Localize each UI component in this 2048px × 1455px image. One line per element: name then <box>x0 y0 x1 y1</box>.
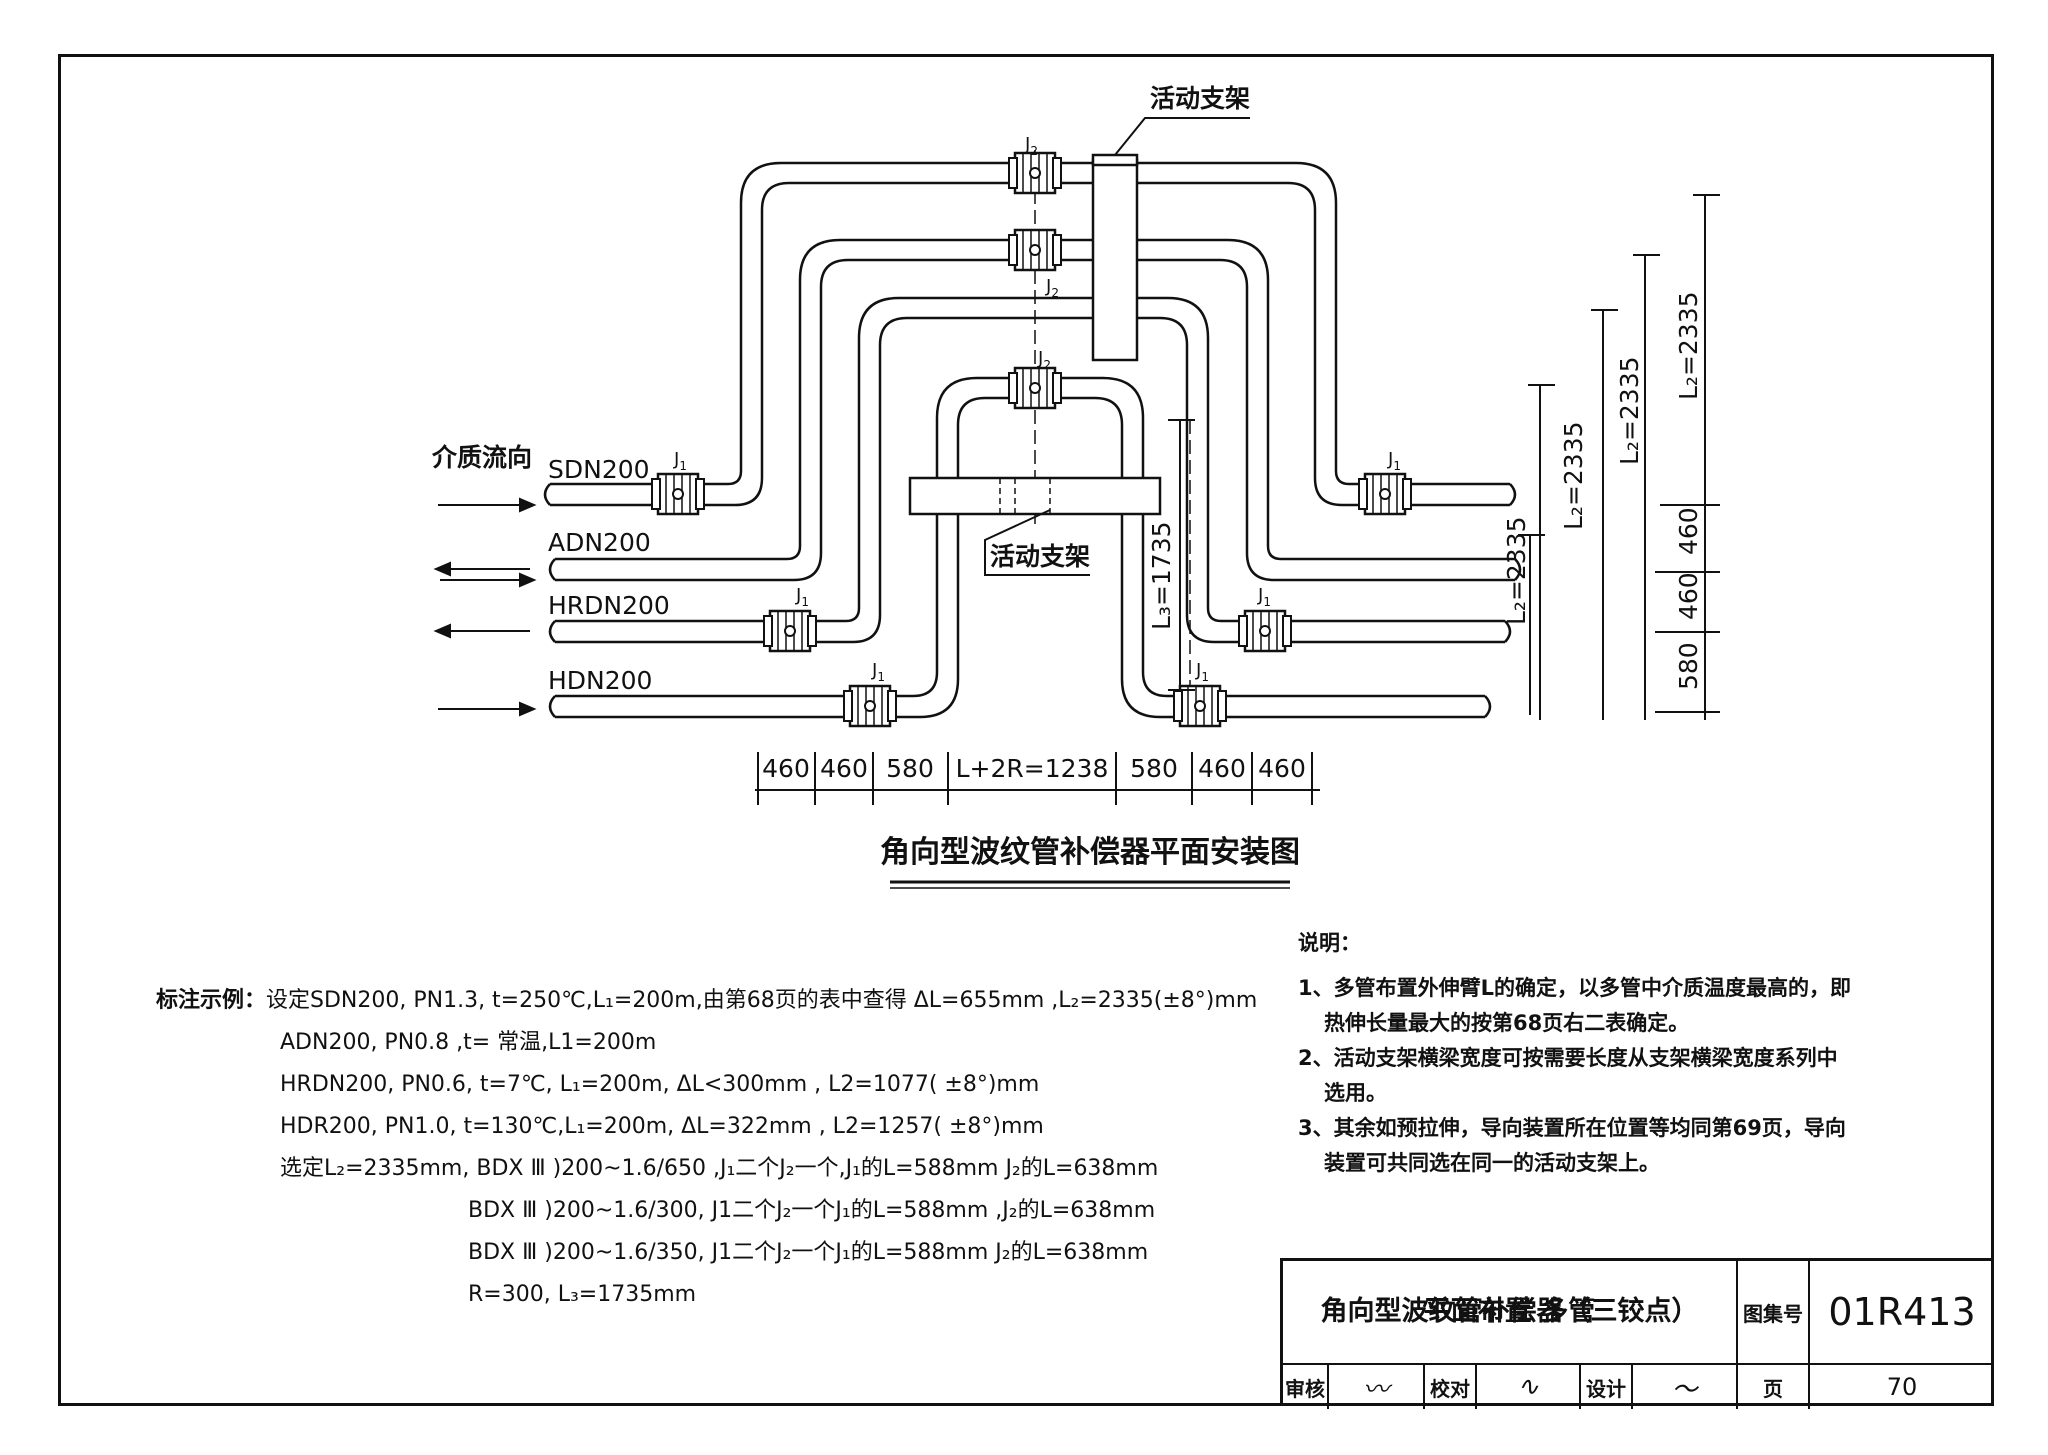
dim-b6: 460 <box>1198 754 1246 783</box>
label-j1-a: J1 <box>673 449 687 473</box>
notes-heading: 说明： <box>1298 931 1361 955</box>
check-label: 校对 <box>1425 1365 1477 1409</box>
support-mid <box>908 476 1162 516</box>
note-item-3: 3、其余如预拉伸，导向装置所在位置等均同第69页，导向装置可共同选在同一的活动支… <box>1298 1116 1846 1175</box>
example-line-7: BDX Ⅲ )200~1.6/350, J1二个J₂一个J₁的L=588mm J… <box>468 1240 1149 1265</box>
drawing-name: 角向型波纹管补偿器（三铰点） 平面布置 多管 <box>1283 1261 1738 1365</box>
label-adn200: ADN200 <box>548 528 651 557</box>
joint-j2-sdn <box>1007 151 1063 195</box>
label-j1-c: J1 <box>795 585 809 609</box>
page-number: 70 <box>1886 1373 1918 1401</box>
dim-r-460-b: 460 <box>1674 572 1703 620</box>
joint-j2-hdn <box>1007 366 1063 410</box>
dim-r-l2-b: L₂=2335 <box>1559 421 1588 530</box>
support-top <box>1091 153 1139 362</box>
dim-r-580: 580 <box>1674 642 1703 690</box>
label-sdn200: SDN200 <box>548 455 650 484</box>
atlas-label: 图集号 <box>1738 1261 1810 1365</box>
example-line-2: ADN200, PN0.8 ,t= 常温,L1=200m <box>280 1030 657 1055</box>
drawing-name-line2: 平面布置 多管 <box>1423 1296 1596 1327</box>
dim-b3: 580 <box>886 754 934 783</box>
drawing-frame <box>58 54 1994 1406</box>
joint-j1-hrdn-left <box>762 609 818 653</box>
dim-b2: 460 <box>820 754 868 783</box>
atlas-number: 01R413 <box>1810 1261 1994 1365</box>
joint-j1-hdn-right <box>1172 684 1228 728</box>
title-block: 角向型波纹管补偿器（三铰点） 平面布置 多管 图集号 01R413 审核 〰 校… <box>1280 1258 1994 1409</box>
example-label: 标注示例： <box>156 988 267 1013</box>
design-signature: 〜 <box>1633 1365 1738 1409</box>
support-label-top: 活动支架 <box>1150 84 1250 113</box>
label-j1-e: J1 <box>871 660 885 684</box>
joint-labels: J2 J2 J2 J1 J1 J1 J1 J1 J1 <box>673 134 1401 684</box>
example-line-4: HDR200, PN1.0, t=130℃,L₁=200m, ΔL=322mm … <box>280 1114 1044 1139</box>
label-j1-b: J1 <box>1387 449 1401 473</box>
drawing-name-line1: 角向型波纹管补偿器（三铰点） <box>1320 1296 1699 1327</box>
dim-r-l2-c: L₂=2335 <box>1615 356 1644 465</box>
label-j1-d: J1 <box>1257 585 1271 609</box>
dim-b4: L+2R=1238 <box>956 754 1109 783</box>
note-item-2: 2、活动支架横梁宽度可按需要长度从支架横梁宽度系列中选用。 <box>1298 1046 1838 1105</box>
dim-r-l2-a: L₂=2335 <box>1502 516 1531 625</box>
example-line-5: 选定L₂=2335mm, BDX Ⅲ )200~1.6/650 ,J₁二个J₂一… <box>280 1156 1159 1181</box>
label-hrdn200: HRDN200 <box>548 591 670 620</box>
example-line-8: R=300, L₃=1735mm <box>468 1282 697 1307</box>
example-row-1: 标注示例：设定SDN200, PN1.3, t=250℃,L₁=200m,由第6… <box>156 980 1286 1022</box>
notes: 说明： 1、多管布置外伸臂L的确定，以多管中介质温度最高的，即热伸长量最大的按第… <box>1298 926 1858 1181</box>
flow-arrows <box>433 497 537 717</box>
review-label: 审核 <box>1283 1365 1329 1409</box>
joint-j1-hrdn-right <box>1237 609 1293 653</box>
dim-b5: 580 <box>1130 754 1178 783</box>
example-line-3: HRDN200, PN0.6, t=7℃, L₁=200m, ΔL<300mm … <box>280 1072 1040 1097</box>
flow-label: 介质流向 <box>431 443 532 472</box>
right-dimension-lines <box>1518 194 1720 720</box>
check-signature: ∿ <box>1477 1365 1581 1409</box>
example-line-6: BDX Ⅲ )200~1.6/300, J1二个J₂一个J₁的L=588mm ,… <box>468 1198 1156 1223</box>
note-item-1: 1、多管布置外伸臂L的确定，以多管中介质温度最高的，即热伸长量最大的按第68页右… <box>1298 976 1851 1035</box>
label-hdn200: HDN200 <box>548 666 652 695</box>
joint-j1-hdn-left <box>842 684 898 728</box>
label-j2-a: J2 <box>1024 134 1038 158</box>
page-label: 页 <box>1738 1365 1810 1409</box>
label-j2-b: J2 <box>1045 276 1059 300</box>
dim-b1: 460 <box>762 754 810 783</box>
joint-j2-adn <box>1007 228 1063 272</box>
review-signature: 〰 <box>1329 1365 1425 1409</box>
joint-j1-sdn-left <box>650 472 706 516</box>
example-line-1: 设定SDN200, PN1.3, t=250℃,L₁=200m,由第68页的表中… <box>266 988 1258 1013</box>
bottom-dim-values: 460 460 580 L+2R=1238 580 460 460 <box>762 754 1306 783</box>
right-dim-values: L₂=2335 L₂=2335 L₂=2335 L₂=2335 460 460 … <box>1502 291 1703 690</box>
dim-l3: L₃=1735 <box>1147 521 1176 630</box>
dim-b7: 460 <box>1258 754 1306 783</box>
design-label: 设计 <box>1581 1365 1633 1409</box>
dim-r-460-a: 460 <box>1674 507 1703 555</box>
annotation-example: 标注示例：设定SDN200, PN1.3, t=250℃,L₁=200m,由第6… <box>156 980 1286 1316</box>
label-j2-c: J2 <box>1037 348 1051 372</box>
support-label-mid: 活动支架 <box>990 542 1090 571</box>
pipe-labels: SDN200 ADN200 HRDN200 HDN200 <box>548 455 670 695</box>
bottom-dimension-chain <box>755 752 1320 805</box>
dim-r-l2-d: L₂=2335 <box>1674 291 1703 400</box>
joint-j1-sdn-right <box>1357 472 1413 516</box>
label-j1-f: J1 <box>1195 660 1209 684</box>
diagram-title: 角向型波纹管补偿器平面安装图 <box>880 835 1300 870</box>
